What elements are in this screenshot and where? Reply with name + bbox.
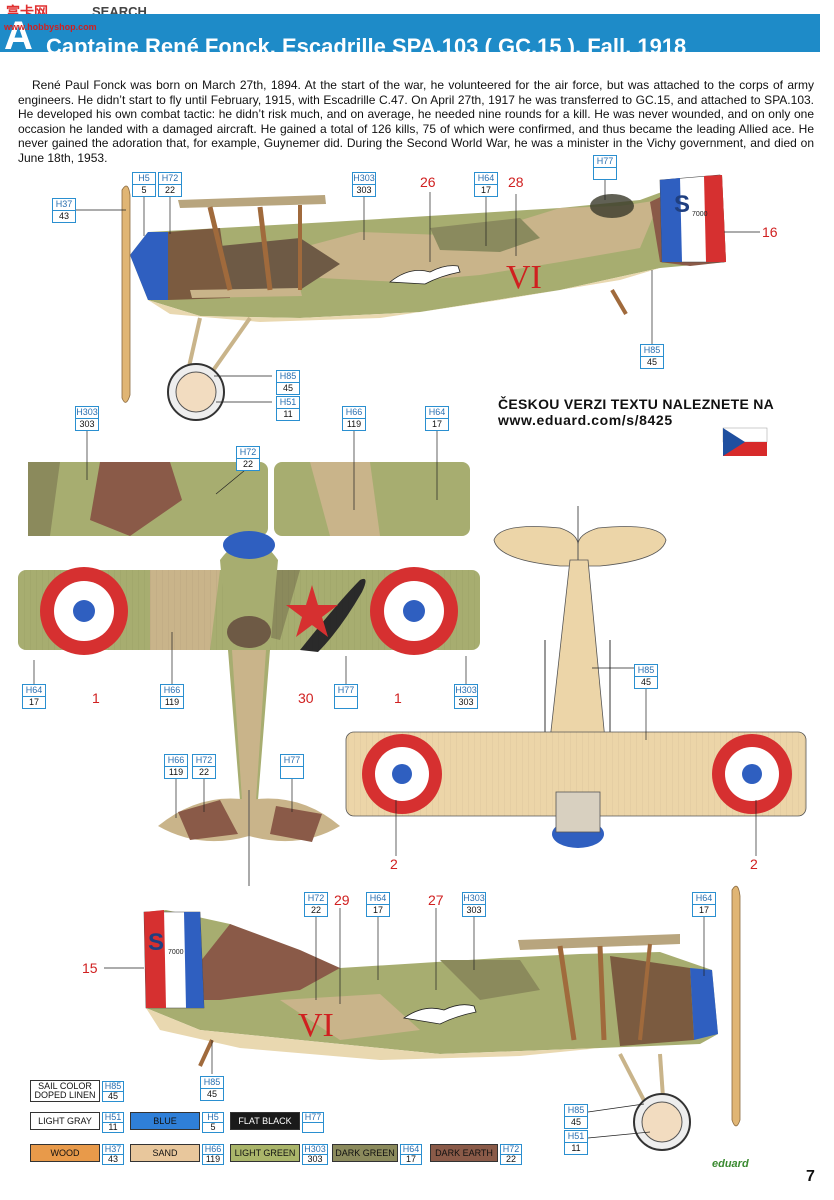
legend-dark-green: DARK GREEN: [332, 1144, 398, 1162]
side-view-right: VI S 7000: [104, 885, 741, 1151]
legend-sand: SAND: [130, 1144, 200, 1162]
top-view: [18, 428, 480, 886]
side2-serial: 7000: [168, 949, 184, 956]
title-letter: A: [4, 14, 33, 58]
stencil-number: 15: [82, 960, 98, 976]
legend-flat-black: FLAT BLACK: [230, 1112, 300, 1130]
stencil-number: 30: [298, 690, 314, 706]
stencil-number: 2: [750, 856, 758, 872]
legend-light-green: LIGHT GREEN: [230, 1144, 300, 1162]
side2-vi-marking: VI: [298, 1007, 334, 1044]
legend-blue: BLUE: [130, 1112, 200, 1130]
legend-wood: WOOD: [30, 1144, 100, 1162]
stencil-number: 29: [334, 892, 350, 908]
watermark-url: www.hobbyshop.com: [4, 22, 97, 32]
czech-flag: [722, 427, 768, 456]
page-number: 7: [806, 1168, 815, 1185]
legend-light-gray: LIGHT GRAY: [30, 1112, 100, 1130]
bottom-view: [345, 506, 807, 856]
stencil-number: 16: [762, 224, 778, 240]
stencil-number: 1: [394, 690, 402, 706]
side-serial: 7000: [692, 211, 708, 218]
side-vi-marking: VI: [506, 259, 542, 296]
code-h77-lowerwing: H77: [334, 684, 358, 709]
czech-url: www.eduard.com/s/8425: [498, 412, 673, 428]
stencil-number: 1: [92, 690, 100, 706]
stencil-number: 26: [420, 174, 436, 190]
code-h77-tailplane: H77: [280, 754, 304, 779]
side-s-marking: S: [674, 191, 690, 218]
legend-dark-earth: DARK EARTH: [430, 1144, 498, 1162]
czech-note: ČESKOU VERZI TEXTU NALEZNETE NA: [498, 396, 775, 412]
side2-s-marking: S: [148, 929, 164, 956]
page-title: Captaine René Fonck, Escadrille SPA.103 …: [46, 34, 687, 59]
stencil-number: 28: [508, 174, 524, 190]
side-view-left: VI S 7000: [76, 174, 760, 421]
intro-paragraph: René Paul Fonck was born on March 27th, …: [18, 78, 814, 165]
code-h77-tail: H77: [593, 155, 617, 180]
title-bar: Captaine René Fonck, Escadrille SPA.103 …: [0, 14, 820, 59]
brand-logo: eduard: [712, 1158, 749, 1170]
stencil-number: 2: [390, 856, 398, 872]
legend-sail-color: SAIL COLOR DOPED LINEN: [30, 1080, 100, 1102]
stencil-number: 27: [428, 892, 444, 908]
legend-code: H77: [302, 1112, 324, 1133]
